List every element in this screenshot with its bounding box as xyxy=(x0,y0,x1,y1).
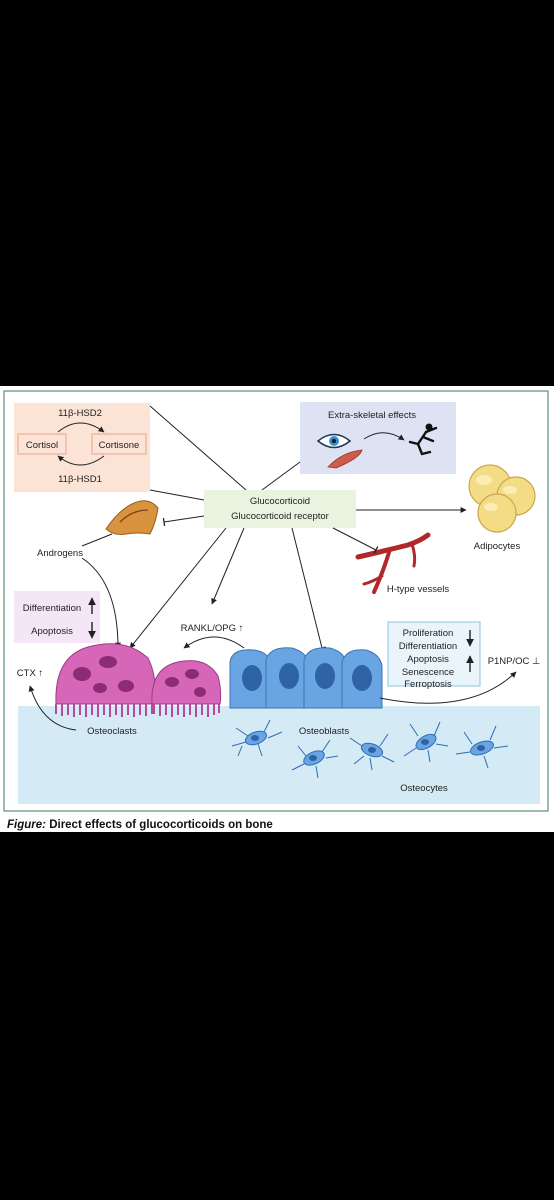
h-type-vessel-icon xyxy=(355,532,431,594)
rankl-label: RANKL/OPG ↑ xyxy=(181,623,244,634)
osteocyte-cell xyxy=(403,721,449,763)
gc-inhibits-adrenal xyxy=(162,515,205,527)
cortisol-to-cortisone-arrow xyxy=(57,422,105,433)
gc-inhibits-osteoblasts xyxy=(291,527,327,650)
glucocorticoid-box: Glucocorticoid Glucocorticoid receptor xyxy=(204,490,356,528)
ob-differentiation-label: Differentiation xyxy=(399,641,457,652)
enzyme-to-gc-line xyxy=(149,405,247,491)
androgens-label: Androgens xyxy=(37,548,83,559)
p1np-label: P1NP/OC ⊥ xyxy=(488,656,541,667)
ob-apoptosis-label: Apoptosis xyxy=(407,654,449,665)
osteocyte-cell xyxy=(231,719,283,757)
figure-caption: Figure: Direct effects of glucocorticoid… xyxy=(7,819,273,831)
osteoclast-effects-box: Differentiation Apoptosis xyxy=(14,591,100,643)
osteoblast-nucleus xyxy=(352,665,372,691)
osteoblast-nucleus xyxy=(315,663,335,689)
osteoblast-row xyxy=(229,647,383,709)
ob-proliferation-label: Proliferation xyxy=(403,628,454,639)
osteoclasts-label: Osteoclasts xyxy=(87,726,137,737)
extra-skeletal-panel: Extra-skeletal effects xyxy=(300,402,456,474)
eye-icon xyxy=(316,433,352,449)
osteocyte-cell xyxy=(455,725,509,769)
ctx-label: CTX ↑ xyxy=(17,668,43,679)
hsd2-label: 11β-HSD2 xyxy=(58,408,102,419)
to-fall-arrow xyxy=(363,432,405,441)
adrenal-gland-icon xyxy=(105,500,159,535)
ob-senescence-label: Senescence xyxy=(402,667,454,678)
muscle-icon xyxy=(327,449,363,469)
osteocyte-network xyxy=(231,719,509,779)
caption-text: Direct effects of glucocorticoids on bon… xyxy=(49,819,273,831)
caption-lead: Figure: xyxy=(7,819,46,831)
figure-card: 11β-HSD2 Cortisol Cortisone 11β-HSD1 Ext… xyxy=(0,386,554,832)
figure-frame xyxy=(3,390,549,812)
enzyme-panel: 11β-HSD2 Cortisol Cortisone 11β-HSD1 xyxy=(14,403,150,492)
cortisol-box xyxy=(17,433,67,455)
osteocytes-label: Osteocytes xyxy=(400,783,448,794)
ob-ferroptosis-label: Ferroptosis xyxy=(404,679,452,690)
adrenal-to-androgens-line xyxy=(81,533,113,547)
osteoblast-effects-box: Proliferation Differentiation Apoptosis … xyxy=(387,621,481,690)
falling-person-icon xyxy=(408,423,438,456)
enzyme-lower-to-gc-line xyxy=(149,489,205,501)
diagram: 11β-HSD2 Cortisol Cortisone 11β-HSD1 Ext… xyxy=(3,390,549,812)
gc-inhibits-vessels xyxy=(332,527,379,554)
osteocyte-cell xyxy=(291,739,339,779)
gc-label-line2: Glucocorticoid receptor xyxy=(231,511,329,522)
gc-label-line1: Glucocorticoid xyxy=(250,496,310,507)
osteoblast-to-osteoclast-arrow xyxy=(183,636,245,649)
osteoblast-to-p1np-arrow xyxy=(379,671,517,704)
htype-label: H-type vessels xyxy=(387,584,450,595)
cortisol-label: Cortisol xyxy=(26,440,58,451)
fat-cell xyxy=(477,493,517,533)
osteoclast-to-ctx-arrow xyxy=(28,685,77,731)
adipocytes-cluster xyxy=(468,464,536,533)
osteocyte-cell xyxy=(349,733,395,771)
hsd1-label: 11β-HSD1 xyxy=(58,474,102,485)
androgens-to-osteoclast-arrow xyxy=(81,557,121,649)
extra-skeletal-label: Extra-skeletal effects xyxy=(328,410,416,421)
gc-to-rankl-arrow xyxy=(211,527,245,605)
oc-differentiation-label: Differentiation xyxy=(23,603,81,614)
adipocytes-label: Adipocytes xyxy=(474,541,521,552)
oc-apoptosis-label: Apoptosis xyxy=(31,626,73,637)
osteoblasts-label: Osteoblasts xyxy=(299,726,349,737)
cortisone-to-cortisol-arrow xyxy=(57,455,105,466)
bone-matrix xyxy=(18,706,540,804)
osteoclast-small xyxy=(151,660,222,717)
osteoblast-nucleus xyxy=(279,663,299,689)
cortisone-label: Cortisone xyxy=(99,440,140,451)
osteoblast-nucleus xyxy=(242,665,262,691)
gc-to-osteoclast-arrow xyxy=(129,527,227,649)
cortisone-box xyxy=(91,433,147,455)
extra-to-gc-line xyxy=(261,461,301,491)
